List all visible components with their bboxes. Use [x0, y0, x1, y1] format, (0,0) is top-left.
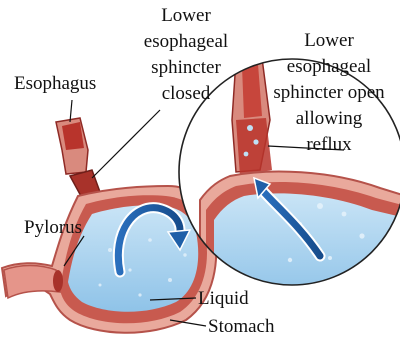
esophagus-tube — [56, 118, 88, 174]
label-pylorus: Pylorus — [24, 217, 82, 238]
label-sphincter-closed-line-2: esophageal — [144, 31, 228, 52]
label-sphincter-closed-line-4: closed — [162, 83, 211, 104]
label-sphincter-closed-line-3: sphincter — [151, 57, 221, 78]
label-sphincter-open-line-4: allowing — [296, 108, 363, 129]
label-sphincter-closed-line-1: Lower — [161, 5, 211, 26]
label-esophagus: Esophagus — [14, 73, 96, 94]
label-sphincter-open-line-3: sphincter open — [273, 82, 385, 103]
label-sphincter-open-line-2: esophageal — [287, 56, 371, 77]
label-liquid: Liquid — [198, 288, 249, 309]
label-stomach: Stomach — [208, 316, 275, 337]
label-sphincter-open-line-1: Lower — [304, 30, 354, 51]
label-sphincter-open-line-5: reflux — [306, 134, 352, 155]
